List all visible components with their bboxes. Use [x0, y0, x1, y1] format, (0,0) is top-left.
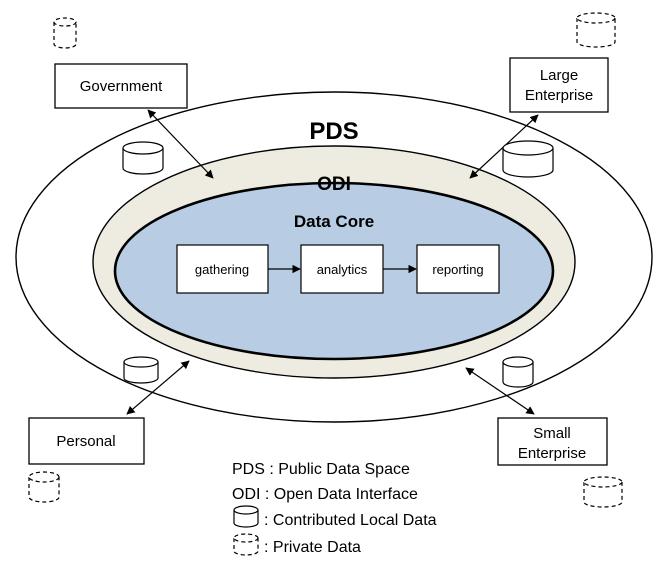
contributed-data-cylinder-personal: [123, 356, 159, 384]
gathering-label: gathering: [195, 262, 249, 277]
large-enterprise-label-line1: Large: [540, 67, 578, 84]
large-enterprise-label-line2: Enterprise: [525, 87, 593, 104]
small-enterprise-label-line2: Enterprise: [518, 445, 586, 462]
legend-pds: PDS : Public Data Space: [232, 461, 410, 478]
data-core-label: Data Core: [294, 212, 374, 231]
contributed-data-cylinder-small-enterprise: [502, 356, 534, 388]
reporting-box: [416, 244, 500, 294]
government-label: Government: [80, 78, 163, 95]
small-enterprise-label-line1: Small: [533, 425, 571, 442]
government-odi-arrow: [147, 109, 214, 179]
analytics-label: analytics: [317, 262, 368, 277]
private-data-cylinder-personal: [28, 471, 60, 503]
personal-box: [28, 417, 145, 465]
private-data-cylinder-large-enterprise: [576, 12, 616, 48]
large-enterprise-box: [509, 57, 609, 113]
legend-private-cylinder-icon: [233, 533, 259, 556]
legend-contributed: : Contributed Local Data: [264, 512, 437, 529]
legend: PDS : Public Data Space ODI : Open Data …: [232, 461, 437, 556]
reporting-label: reporting: [432, 262, 483, 277]
contributed-data-cylinder-government: [122, 141, 164, 175]
small-enterprise-box: [497, 417, 608, 466]
odi-label: ODI: [317, 174, 351, 195]
legend-private: : Private Data: [264, 539, 361, 556]
legend-odi: ODI : Open Data Interface: [232, 486, 418, 503]
personal-label: Personal: [56, 433, 115, 450]
private-data-cylinder-government: [53, 17, 77, 49]
legend-contributed-cylinder-icon: [233, 505, 259, 528]
government-box: [54, 63, 188, 109]
private-data-cylinder-small-enterprise: [583, 476, 623, 508]
small-enterprise-odi-arrow: [465, 367, 535, 415]
pds-label: PDS: [309, 118, 358, 145]
contributed-data-cylinder-large-enterprise: [502, 140, 554, 178]
personal-odi-arrow: [126, 360, 190, 415]
analytics-box: [300, 244, 384, 294]
